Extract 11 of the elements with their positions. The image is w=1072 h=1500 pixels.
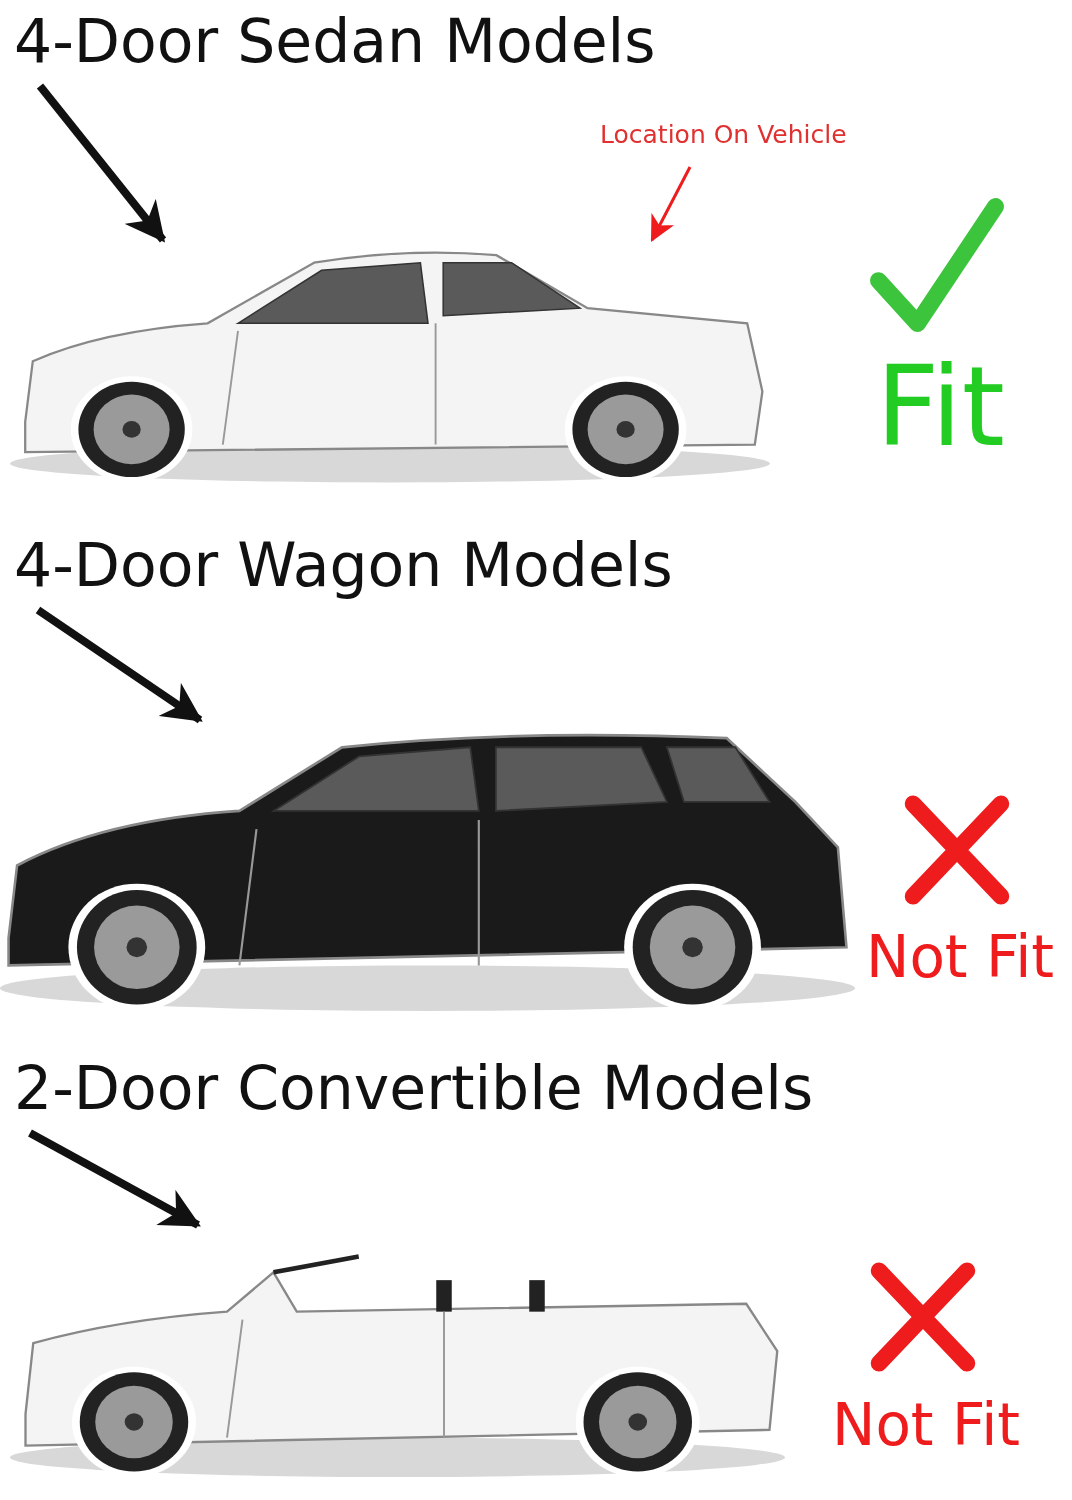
heading: 2-Door Convertible Models (14, 1055, 814, 1121)
not-fit-label: Not Fit (832, 1396, 1021, 1454)
heading: 4-Door Sedan Models (14, 8, 656, 74)
arrow (650, 166, 692, 242)
arrow (28, 1129, 201, 1229)
heading: 4-Door Wagon Models (14, 532, 673, 598)
not-fit-label: Not Fit (866, 928, 1055, 986)
fit-label: Fit (876, 352, 1005, 462)
arrow (35, 606, 203, 724)
callout-text: Location On Vehicle (600, 120, 847, 149)
arrow (36, 83, 167, 243)
